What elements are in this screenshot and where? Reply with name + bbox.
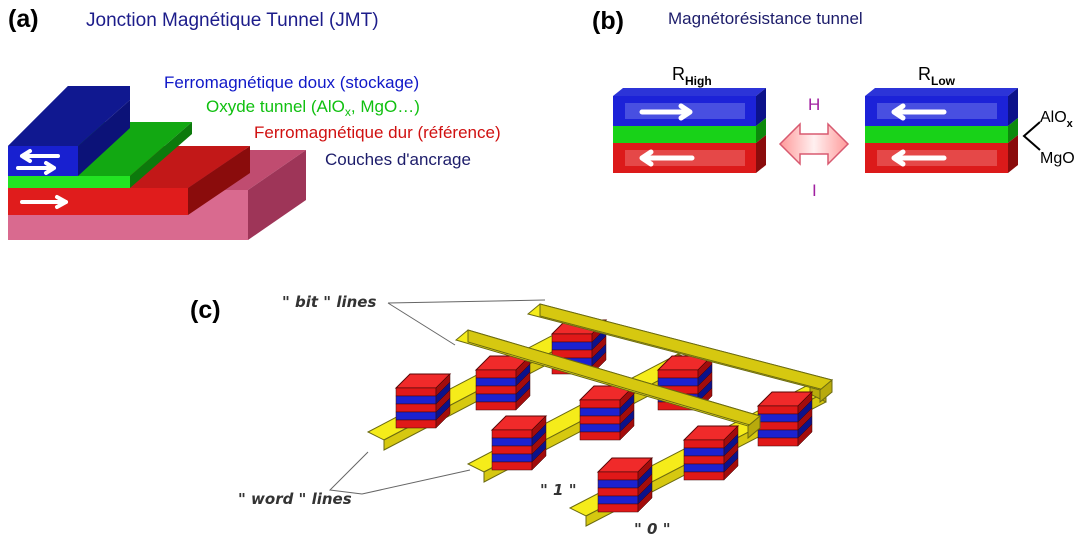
bit-lines bbox=[454, 303, 834, 440]
label-r-high: RHigh bbox=[672, 64, 712, 88]
label-alox: AlOx bbox=[1040, 109, 1074, 130]
label-r-low: RLow bbox=[918, 64, 956, 88]
mtj-cell bbox=[474, 355, 532, 411]
mtj-cells bbox=[394, 319, 814, 513]
panel-c: (c) " bit " lines " word " lines " 1 " "… bbox=[190, 293, 834, 537]
label-zero: " 0 " bbox=[634, 520, 671, 537]
bit-lines-leader bbox=[387, 299, 546, 346]
panel-a-tag: (a) bbox=[8, 5, 39, 33]
label-free-layer: Ferromagnétique doux (stockage) bbox=[164, 73, 419, 92]
barrier-bracket bbox=[1022, 121, 1041, 151]
label-barrier-layer: Oxyde tunnel (AlOx, MgO…) bbox=[206, 97, 420, 119]
label-pinning-layer: Couches d'ancrage bbox=[325, 150, 471, 169]
bit-line-1 bbox=[526, 303, 834, 404]
mtj-cell bbox=[490, 415, 548, 471]
label-bit-lines: " bit " lines bbox=[282, 293, 376, 311]
bit-line-2 bbox=[454, 329, 762, 440]
mtj-stack-high bbox=[613, 88, 766, 173]
mtj-cell bbox=[578, 385, 636, 441]
panel-a: (a) Jonction Magnétique Tunnel (JMT) bbox=[8, 5, 501, 240]
free-layer bbox=[8, 86, 130, 176]
label-h: H bbox=[808, 95, 820, 114]
panel-b-tag: (b) bbox=[592, 7, 624, 35]
label-i: I bbox=[812, 181, 817, 200]
mtj-cell bbox=[682, 425, 740, 481]
mtj-cell bbox=[394, 373, 452, 429]
mtj-stack-low bbox=[865, 88, 1018, 173]
label-one: " 1 " bbox=[540, 481, 577, 499]
double-arrow-icon bbox=[778, 122, 850, 166]
label-mgo: MgO bbox=[1040, 150, 1075, 167]
word-lines-leader bbox=[328, 451, 471, 495]
mtj-cell bbox=[756, 391, 814, 447]
panel-b-title: Magnétorésistance tunnel bbox=[668, 9, 863, 28]
label-reference-layer: Ferromagnétique dur (référence) bbox=[254, 123, 501, 142]
panel-a-title: Jonction Magnétique Tunnel (JMT) bbox=[86, 10, 379, 31]
panel-c-tag: (c) bbox=[190, 296, 221, 324]
panel-b: (b) Magnétorésistance tunnel bbox=[592, 7, 1075, 200]
reference-arrow bbox=[20, 195, 68, 209]
label-word-lines: " word " lines bbox=[238, 490, 352, 508]
mtj-cell bbox=[596, 457, 654, 513]
free-layer-arrows bbox=[16, 149, 60, 175]
